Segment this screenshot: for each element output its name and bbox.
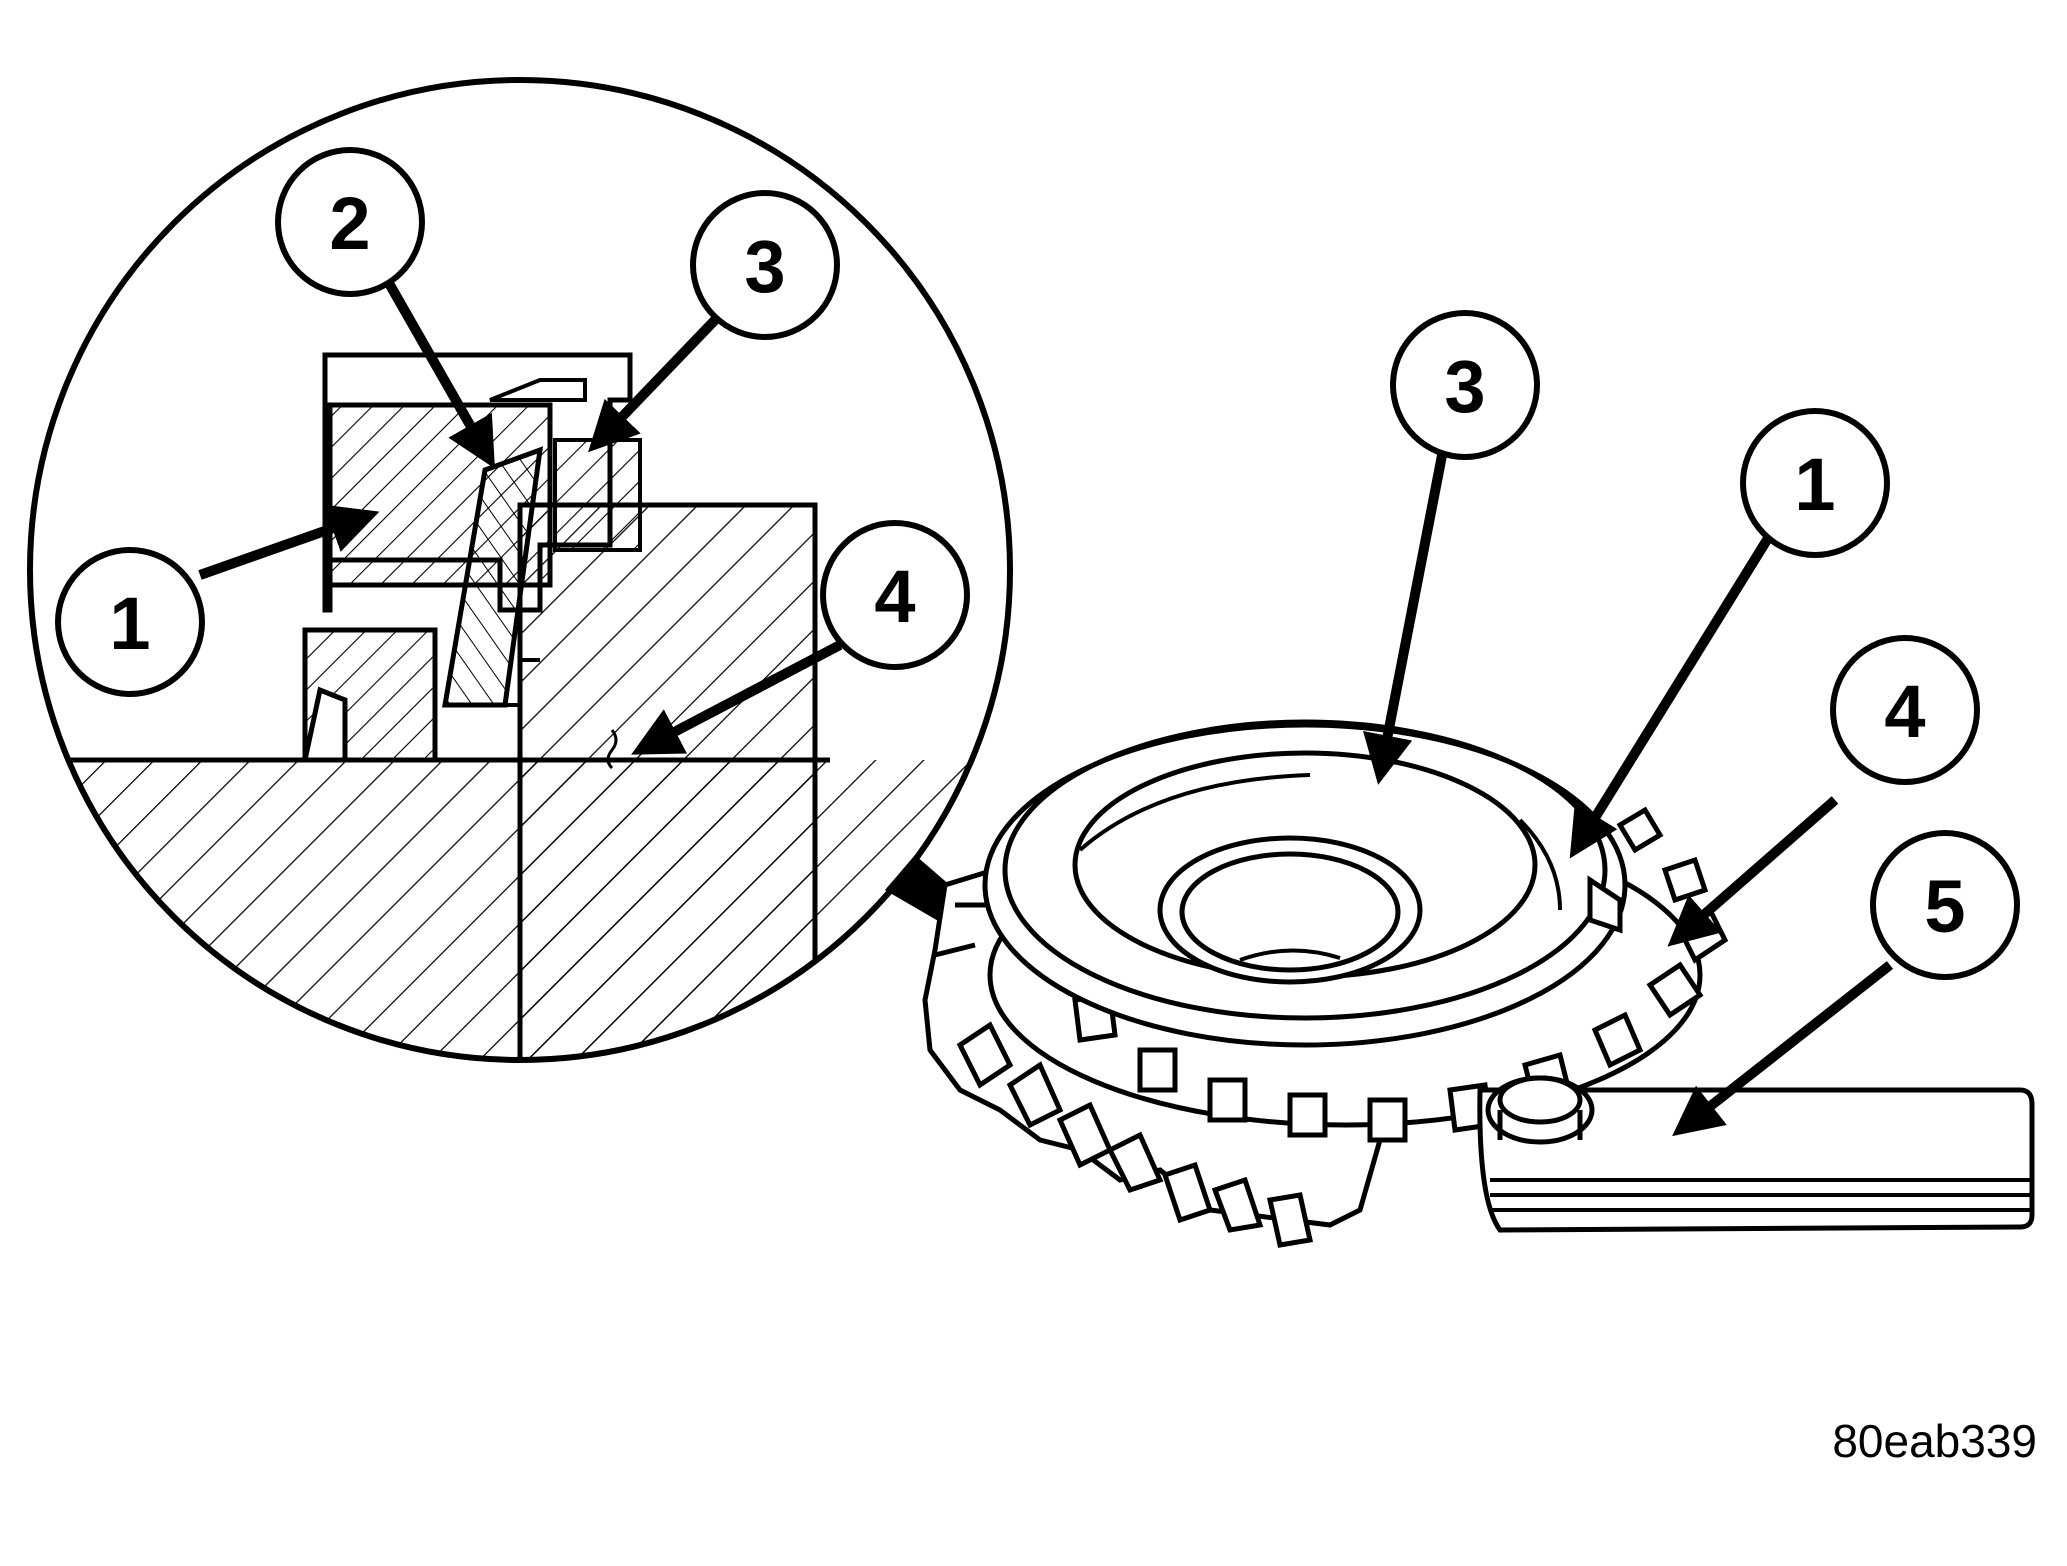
callout-detail-3: 3	[690, 190, 840, 340]
leader-assembly-5	[1672, 961, 1894, 1137]
leader-detail-2	[385, 282, 495, 469]
detail-leaders	[198, 282, 843, 755]
assembly-leaders	[1363, 439, 1894, 1137]
figure-id: 80eab339	[1832, 1415, 2037, 1467]
detail-view	[27, 77, 1100, 1063]
callout-label: 4	[874, 555, 915, 638]
callout-label: 4	[1884, 670, 1925, 753]
callout-assembly-3: 3	[1390, 310, 1540, 460]
callout-assembly-5: 5	[1870, 830, 2020, 980]
detail-magnifier-circle	[27, 77, 1013, 1063]
gear-assembly	[922, 719, 2035, 1248]
leader-assembly-4	[1667, 796, 1839, 947]
feeler-gauge	[1477, 1075, 2035, 1233]
callout-label: 1	[109, 582, 150, 665]
callout-label: 3	[744, 225, 785, 308]
callout-detail-1: 1	[55, 547, 205, 697]
callout-label: 1	[1794, 443, 1835, 526]
callout-label: 2	[329, 182, 370, 265]
callout-label: 3	[1444, 345, 1485, 428]
lower-teeth	[302, 627, 438, 763]
callout-detail-2: 2	[275, 147, 425, 297]
callout-label: 5	[1924, 865, 1965, 948]
leader-assembly-1	[1569, 532, 1775, 859]
callout-detail-4: 4	[820, 520, 970, 670]
callout-assembly-1: 1	[1740, 408, 1890, 558]
synchro-ring	[982, 719, 1628, 1048]
leader-detail-1	[198, 504, 380, 580]
leader-detail-3	[588, 316, 719, 453]
gear-section	[517, 502, 818, 1060]
callout-assembly-4: 4	[1830, 635, 1980, 785]
leader-assembly-3	[1363, 439, 1450, 785]
leader-detail-4	[631, 640, 843, 755]
